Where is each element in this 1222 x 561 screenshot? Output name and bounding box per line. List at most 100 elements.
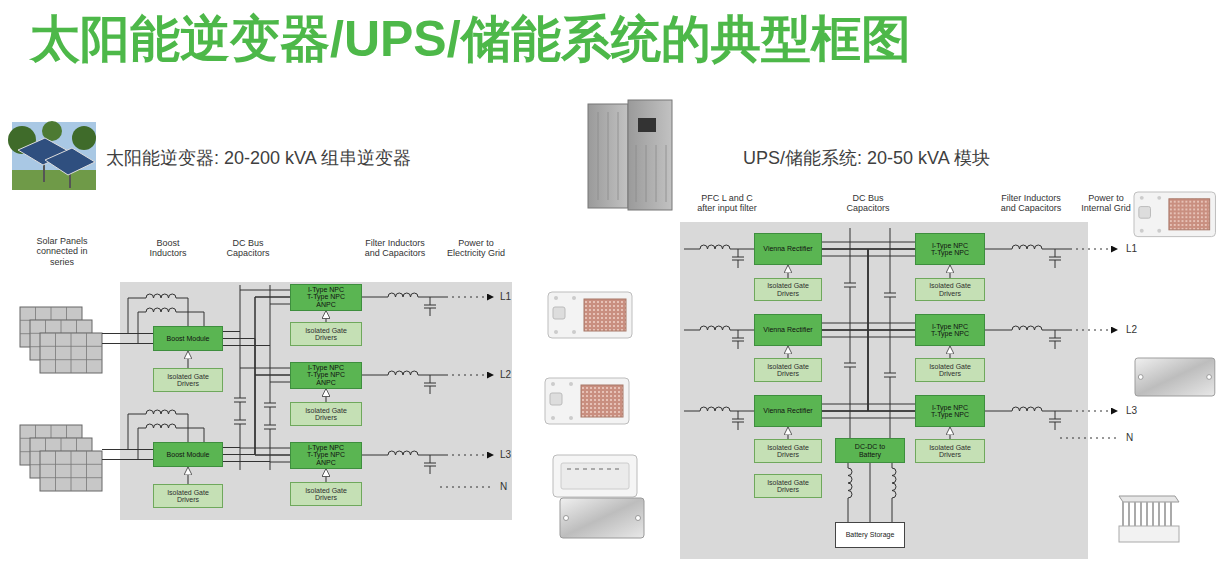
capacitor-symbol xyxy=(424,455,436,474)
connector xyxy=(325,311,326,323)
module-box: I-Type NPCT-Type NPC xyxy=(915,395,985,427)
output-line xyxy=(446,297,494,298)
connector xyxy=(223,375,290,455)
connector xyxy=(325,469,326,483)
gate-driver-box: Isolated Gate Drivers xyxy=(915,358,985,382)
box-text: T-Type NPC xyxy=(307,293,345,300)
battery-box: Battery Storage xyxy=(835,522,905,548)
box-text: Isolated Gate Drivers xyxy=(297,327,355,342)
inductor-symbol xyxy=(388,293,418,297)
capacitor-symbol xyxy=(883,293,897,297)
column-label: PFC L and C after input filter xyxy=(694,193,760,214)
phase-label: L3 xyxy=(1126,405,1137,417)
gate-driver-box: Isolated Gate Drivers xyxy=(754,278,822,301)
capacitor-symbol xyxy=(424,375,436,394)
connector xyxy=(787,265,788,278)
phase-label: N xyxy=(1126,432,1133,444)
neutral-line xyxy=(440,487,494,488)
gate-driver-box: Isolated Gate Drivers xyxy=(915,278,985,301)
connector xyxy=(822,330,915,411)
module-photo xyxy=(548,292,632,338)
capacitor-symbol xyxy=(263,403,277,407)
box-text: Isolated Gate Drivers xyxy=(759,479,817,494)
neutral-line xyxy=(1060,438,1118,439)
box-text: Vienna Rectifier xyxy=(763,245,812,252)
module-box: Boost Module xyxy=(153,442,223,467)
system-panel xyxy=(680,222,1088,559)
column-label: Filter Inductors and Capacitors xyxy=(996,193,1066,214)
column-label: DC Bus Capacitors xyxy=(841,193,895,214)
cabinet xyxy=(588,104,628,208)
connector xyxy=(787,346,788,358)
module-photo xyxy=(545,378,629,424)
capacitor-symbol xyxy=(1049,330,1061,349)
gate-driver-box: Isolated Gate Drivers xyxy=(290,402,362,426)
ground xyxy=(12,170,96,190)
connector xyxy=(223,339,290,376)
connector xyxy=(223,339,290,456)
cabinet xyxy=(628,100,672,210)
box-text: Isolated Gate Drivers xyxy=(921,363,979,378)
box-text: Battery Storage xyxy=(846,531,895,538)
connector xyxy=(870,463,871,522)
inductor-symbol xyxy=(700,245,730,249)
phase-label: L2 xyxy=(500,369,511,381)
ups-cabinet xyxy=(588,100,672,210)
module-box: I-Type NPCT-Type NPCANPC xyxy=(290,362,362,389)
gate-driver-box: Isolated Gate Drivers xyxy=(915,439,985,463)
capacitor-symbol xyxy=(1049,249,1061,268)
cabinet-vents xyxy=(598,112,618,200)
connector xyxy=(949,346,950,358)
connector xyxy=(223,454,290,456)
cabinet-vents xyxy=(636,145,666,202)
box-text: T-Type NPC xyxy=(307,451,345,458)
connector xyxy=(187,351,188,368)
module-box: I-Type NPCT-Type NPC xyxy=(915,314,985,346)
connector xyxy=(949,265,950,278)
inductor-symbol xyxy=(892,468,896,498)
inductor-symbol xyxy=(1012,407,1042,411)
gate-driver-box: Isolated Gate Drivers xyxy=(754,439,822,463)
box-text: I-Type NPC xyxy=(308,444,344,451)
column-label: Filter Inductors and Capacitors xyxy=(360,238,430,259)
solar-panel xyxy=(40,451,102,491)
box-text: Isolated Gate Drivers xyxy=(159,373,217,388)
module-box: Vienna Rectifier xyxy=(754,233,822,265)
box-text: I-Type NPC xyxy=(308,286,344,293)
capacitor-symbol xyxy=(233,420,247,424)
capacitor-symbol xyxy=(843,363,857,367)
capacitor-symbol xyxy=(843,283,857,287)
module-photo xyxy=(1135,358,1215,396)
module-box: I-Type NPCT-Type NPCANPC xyxy=(290,284,362,311)
connector xyxy=(223,297,290,455)
module-photo xyxy=(553,455,637,497)
solar-panel xyxy=(40,333,102,373)
capacitor-symbol xyxy=(263,425,277,429)
box-text: I-Type NPC xyxy=(932,404,968,411)
box-text: DC-DC to Battery xyxy=(848,443,892,458)
box-text: I-Type NPC xyxy=(932,323,968,330)
inductor-symbol xyxy=(388,451,418,455)
capacitor-symbol xyxy=(732,249,744,268)
inductor-symbol xyxy=(146,308,176,312)
box-text: T-Type NPC xyxy=(931,249,969,256)
box-text: Boost Module xyxy=(167,335,210,342)
phase-label: N xyxy=(500,481,507,493)
box-text: I-Type NPC xyxy=(308,364,344,371)
inductor-symbol xyxy=(848,468,852,498)
box-text: T-Type NPC xyxy=(307,371,345,378)
module-box: I-Type NPCT-Type NPC xyxy=(915,233,985,265)
connector xyxy=(822,330,915,411)
box-text: ANPC xyxy=(316,379,335,386)
module-box: Boost Module xyxy=(153,326,223,351)
inductor-symbol xyxy=(1012,245,1042,249)
capacitor-symbol xyxy=(1049,411,1061,430)
output-line xyxy=(1070,411,1118,412)
module-box: Vienna Rectifier xyxy=(754,314,822,346)
connector xyxy=(949,427,950,439)
box-text: Isolated Gate Drivers xyxy=(297,407,355,422)
section-heading: UPS/储能系统: 20-50 kVA 模块 xyxy=(743,148,990,169)
page-title: 太阳能逆变器/UPS/储能系统的典型框图 xyxy=(30,14,911,64)
